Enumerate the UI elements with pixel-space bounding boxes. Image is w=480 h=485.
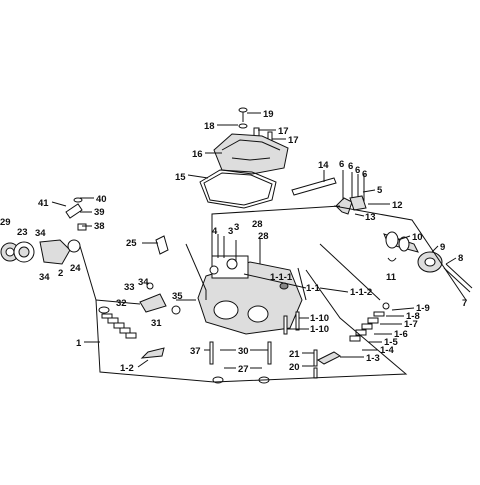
label-28a: 28 <box>252 219 263 230</box>
label-1-10b: 1-10 <box>310 324 329 335</box>
camshaft-assembly <box>383 231 473 293</box>
label-1-1: 1-1 <box>306 283 320 294</box>
label-1-5: 1-5 <box>384 337 398 348</box>
label-34c: 34 <box>138 277 149 288</box>
label-25: 25 <box>126 238 137 249</box>
label-6c: 6 <box>355 165 360 176</box>
label-27: 27 <box>238 364 249 375</box>
label-1-6: 1-6 <box>394 329 408 340</box>
label-32: 32 <box>116 298 127 309</box>
label-11: 11 <box>386 272 397 283</box>
label-20: 20 <box>289 362 300 373</box>
label-1-9: 1-9 <box>416 303 430 314</box>
label-1-1-1: 1-1-1 <box>270 272 293 283</box>
label-9: 9 <box>440 242 445 253</box>
label-3a: 3 <box>228 226 233 237</box>
label-2: 2 <box>58 268 63 279</box>
cylinder-head <box>155 234 303 335</box>
label-1-2: 1-2 <box>120 363 134 374</box>
valve-cover-assembly <box>199 107 289 209</box>
valve-train-right <box>317 302 390 365</box>
label-19: 19 <box>263 109 274 120</box>
label-15: 15 <box>175 172 186 183</box>
label-34b: 34 <box>39 272 50 283</box>
label-12: 12 <box>392 200 403 211</box>
label-4: 4 <box>212 226 218 237</box>
label-6b: 6 <box>348 161 353 172</box>
label-37: 37 <box>190 346 201 357</box>
label-7: 7 <box>462 298 467 309</box>
thermostat-assembly <box>0 197 87 265</box>
label-6d: 6 <box>362 169 367 180</box>
label-10: 10 <box>412 232 423 243</box>
label-14: 14 <box>318 160 329 171</box>
leader-lines <box>51 112 457 369</box>
label-1-4: 1-4 <box>380 345 394 356</box>
label-5: 5 <box>377 185 383 196</box>
label-17a: 17 <box>278 126 289 137</box>
label-29: 29 <box>0 217 11 228</box>
label-18: 18 <box>204 121 215 132</box>
label-35: 35 <box>172 291 183 302</box>
sensor-group <box>139 282 181 315</box>
label-6a: 6 <box>339 159 344 170</box>
frame-lines <box>79 205 467 383</box>
label-38: 38 <box>94 221 105 232</box>
label-17b: 17 <box>288 135 299 146</box>
label-21: 21 <box>289 349 300 360</box>
label-40: 40 <box>96 194 107 205</box>
label-16: 16 <box>192 149 203 160</box>
label-39: 39 <box>94 207 105 218</box>
label-30: 30 <box>238 346 249 357</box>
label-23: 23 <box>17 227 28 238</box>
label-31: 31 <box>151 318 162 329</box>
label-1-1-2: 1-1-2 <box>350 287 372 298</box>
label-41: 41 <box>38 198 49 209</box>
callout-labels: 19 18 17 17 16 15 14 6 6 6 6 5 13 12 41 … <box>0 109 467 375</box>
label-8: 8 <box>458 253 463 264</box>
valve-train-left <box>98 306 165 359</box>
label-13: 13 <box>365 212 376 223</box>
label-1-8: 1-8 <box>406 311 420 322</box>
label-1: 1 <box>76 338 82 349</box>
label-33: 33 <box>124 282 135 293</box>
label-1-10a: 1-10 <box>310 313 329 324</box>
label-3b: 3 <box>234 222 239 233</box>
label-1-7: 1-7 <box>404 319 418 330</box>
label-28b: 28 <box>258 231 269 242</box>
rocker-assembly <box>291 170 367 215</box>
label-24: 24 <box>70 263 81 274</box>
bottom-hardware <box>209 341 318 384</box>
label-34a: 34 <box>35 228 46 239</box>
label-1-3: 1-3 <box>366 353 380 364</box>
